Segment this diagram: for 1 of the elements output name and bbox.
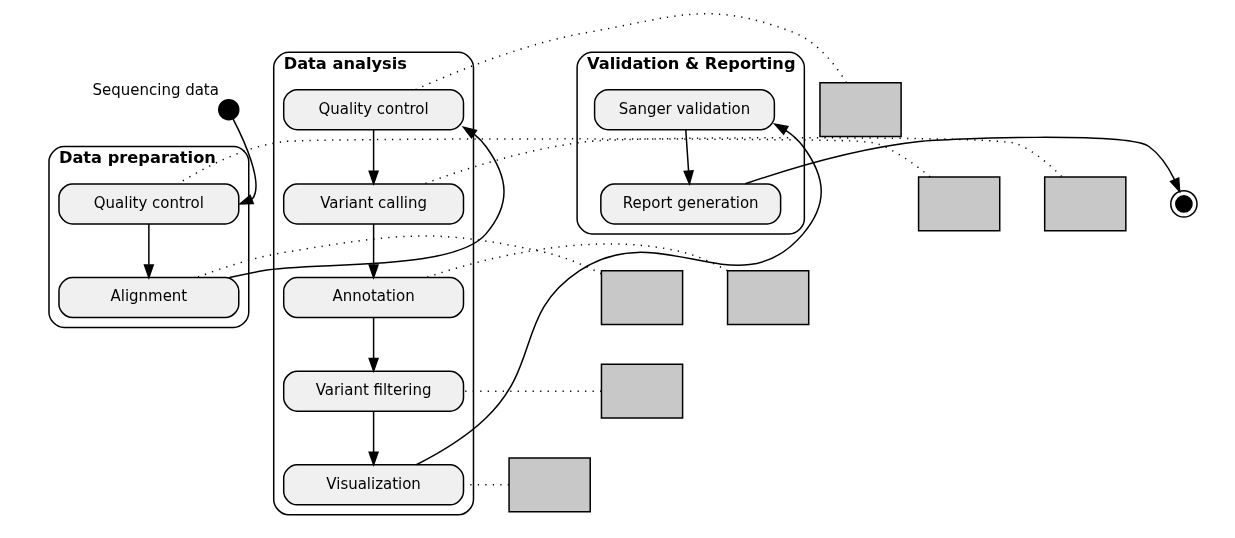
- node-label: Sequencing data: [92, 81, 219, 100]
